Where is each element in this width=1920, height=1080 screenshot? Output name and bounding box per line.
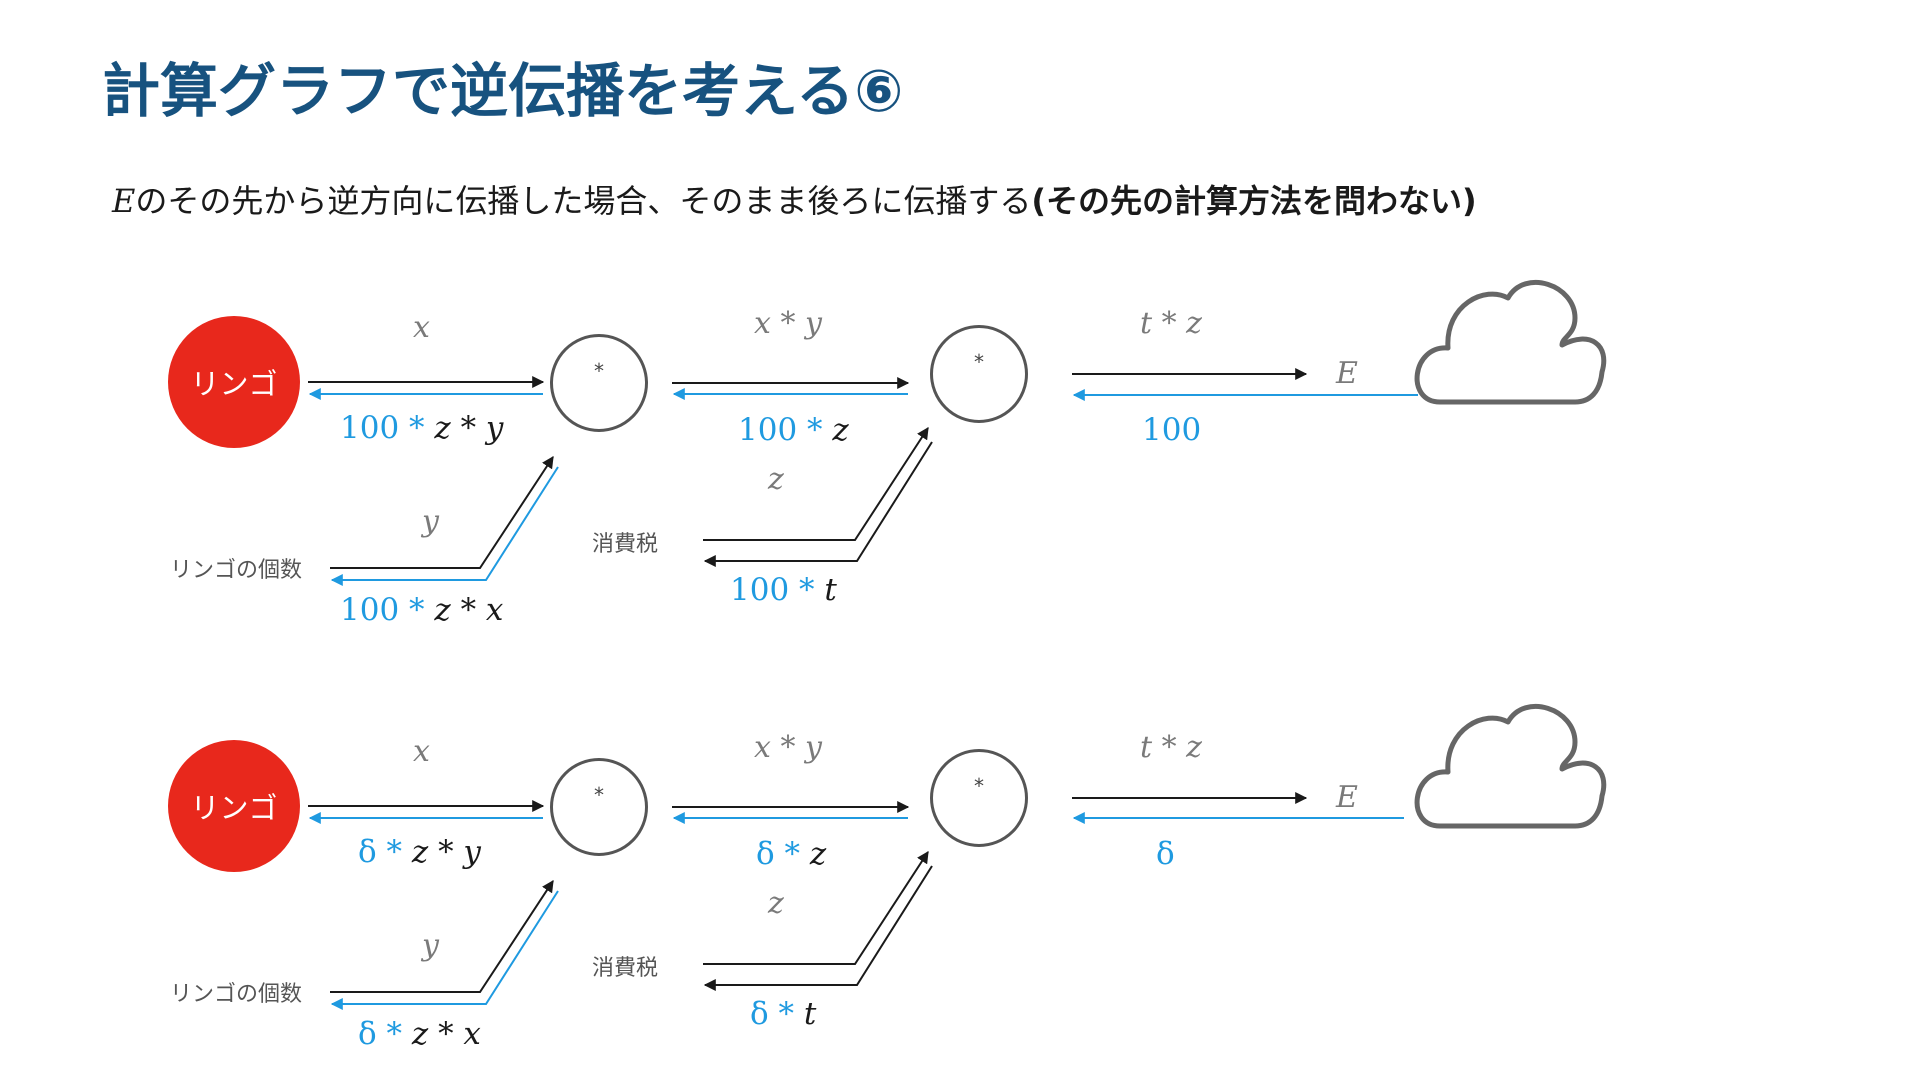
output-label-E: E: [1336, 780, 1358, 815]
forward-label-tz: t * z: [1140, 730, 1202, 765]
output-label-E: E: [1336, 356, 1358, 391]
forward-label-xy: x * y: [754, 730, 822, 765]
fwd-arrow-y: [330, 455, 554, 569]
apple-label: リンゴ: [190, 367, 278, 401]
fwd-arrow-y: [330, 879, 554, 993]
multiply-symbol: *: [974, 350, 984, 374]
grad-label-z: 100 * t: [730, 572, 837, 608]
back-arrow-z: [703, 441, 933, 567]
subtitle: Eのその先から逆方向に伝播した場合、そのまま後ろに伝播する(その先の計算方法を問…: [112, 176, 1477, 222]
grad-label-y: δ * z * x: [358, 1016, 481, 1052]
tax-label: 消費税: [592, 532, 659, 557]
apple-count-label: リンゴの個数: [170, 558, 303, 583]
back-arrow-z: [703, 865, 933, 991]
multiply-node-2: *: [930, 325, 1028, 423]
multiply-node-1: *: [550, 758, 648, 856]
grad-label-y: 100 * z * x: [340, 592, 504, 628]
grad-label-z: δ * t: [750, 996, 817, 1032]
back-arrow-y: [330, 466, 559, 586]
cloud-icon: [1414, 279, 1607, 405]
multiply-symbol: *: [594, 359, 604, 383]
subtitle-text: のその先から逆方向に伝播した場合、そのまま後ろに伝播する: [135, 182, 1032, 220]
subtitle-bold: (その先の計算方法を問わない): [1031, 182, 1477, 220]
grad-label-xy: 100 * z: [738, 412, 849, 448]
forward-label-y: y: [422, 928, 439, 963]
grad-label-E: δ: [1156, 836, 1175, 872]
multiply-node-1: *: [550, 334, 648, 432]
tax-label: 消費税: [592, 956, 659, 981]
multiply-node-2: *: [930, 749, 1028, 847]
apple-count-label: リンゴの個数: [170, 982, 303, 1007]
forward-label-x: x: [413, 734, 430, 769]
cloud-icon: [1414, 703, 1607, 829]
grad-label-xy: δ * z: [756, 836, 827, 872]
multiply-symbol: *: [594, 783, 604, 807]
back-arrow-y: [330, 890, 559, 1010]
fwd-arrow-z: [703, 426, 929, 541]
forward-label-x: x: [413, 310, 430, 345]
forward-label-z: z: [768, 462, 784, 497]
grad-label-x: δ * z * y: [358, 834, 481, 870]
forward-label-z: z: [768, 886, 784, 921]
forward-label-tz: t * z: [1140, 306, 1202, 341]
multiply-symbol: *: [974, 774, 984, 798]
apple-node: リンゴ: [168, 740, 300, 872]
forward-label-xy: x * y: [754, 306, 822, 341]
grad-label-E: 100: [1142, 412, 1202, 448]
graph-1-arrows: [308, 368, 1418, 586]
fwd-arrow-z: [703, 850, 929, 965]
apple-label: リンゴ: [190, 791, 278, 825]
grad-label-x: 100 * z * y: [340, 410, 504, 446]
subtitle-variable: E: [112, 182, 136, 220]
forward-label-y: y: [422, 504, 439, 539]
graph-2-arrows: [308, 792, 1404, 1010]
page-title: 計算グラフで逆伝播を考える⑥: [102, 57, 904, 125]
apple-node: リンゴ: [168, 316, 300, 448]
